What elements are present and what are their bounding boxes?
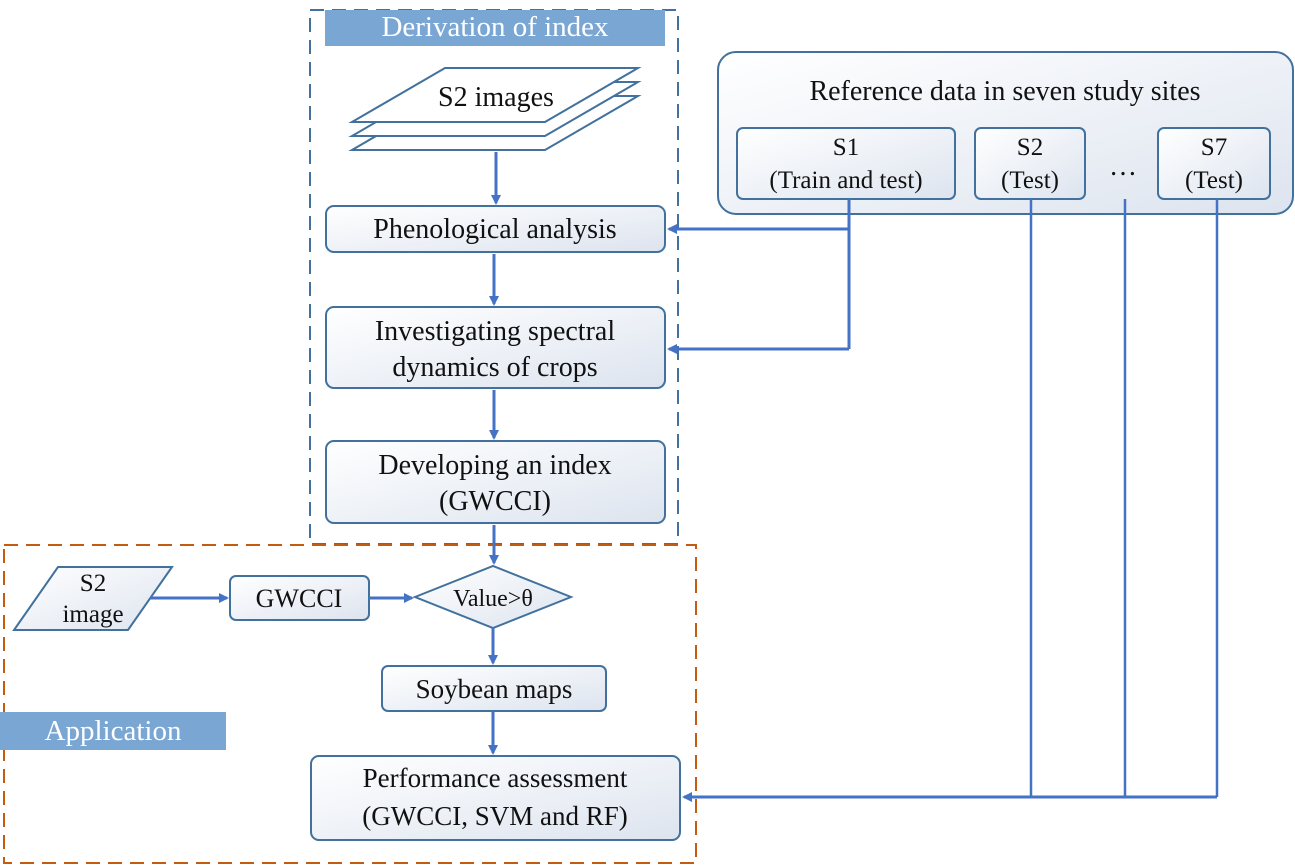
developing-index-line2: (GWCCI) xyxy=(439,486,551,517)
application-label: Application xyxy=(45,715,182,747)
site-s7-box xyxy=(1157,127,1271,200)
sites-ellipsis: … xyxy=(1109,151,1137,182)
site-s1-box xyxy=(736,127,956,200)
phenological-analysis-box xyxy=(325,205,666,253)
site-s7-name: S7 xyxy=(1201,134,1227,161)
spectral-dynamics-line1: Investigating spectral xyxy=(375,316,615,347)
gwcci-label: GWCCI xyxy=(256,584,343,613)
s2-image-input-shape xyxy=(12,566,174,631)
derivation-label: Derivation of index xyxy=(381,11,609,43)
performance-assessment-line1: Performance assessment xyxy=(363,763,628,793)
site-s2-role: (Test) xyxy=(1001,167,1059,194)
performance-assessment-box xyxy=(310,755,681,841)
reference-data-title: Reference data in seven study sites xyxy=(809,76,1200,107)
site-s2-name: S2 xyxy=(1017,134,1043,161)
phenological-analysis-label: Phenological analysis xyxy=(373,214,616,245)
performance-assessment-line2: (GWCCI, SVM and RF) xyxy=(362,801,628,831)
site-s1-role: (Train and test) xyxy=(769,167,922,194)
application-label-bg xyxy=(0,712,226,750)
developing-index-line1: Developing an index xyxy=(378,450,611,481)
spectral-dynamics-box xyxy=(325,306,666,389)
s2-image-line1: S2 xyxy=(80,570,106,597)
soybean-maps-label: Soybean maps xyxy=(416,674,573,704)
threshold-decision-label: Value>θ xyxy=(453,586,533,612)
spectral-dynamics-line2: dynamics of crops xyxy=(392,352,597,383)
application-section-frame xyxy=(3,544,697,864)
s2-images-stack xyxy=(348,67,642,151)
site-s7-role: (Test) xyxy=(1185,167,1243,194)
derivation-label-bg xyxy=(325,10,665,46)
threshold-decision-diamond xyxy=(412,564,574,630)
developing-index-box xyxy=(325,440,666,524)
s2-images-label: S2 images xyxy=(438,82,554,113)
site-s1-name: S1 xyxy=(833,134,859,161)
s2-image-line2: image xyxy=(62,601,123,628)
